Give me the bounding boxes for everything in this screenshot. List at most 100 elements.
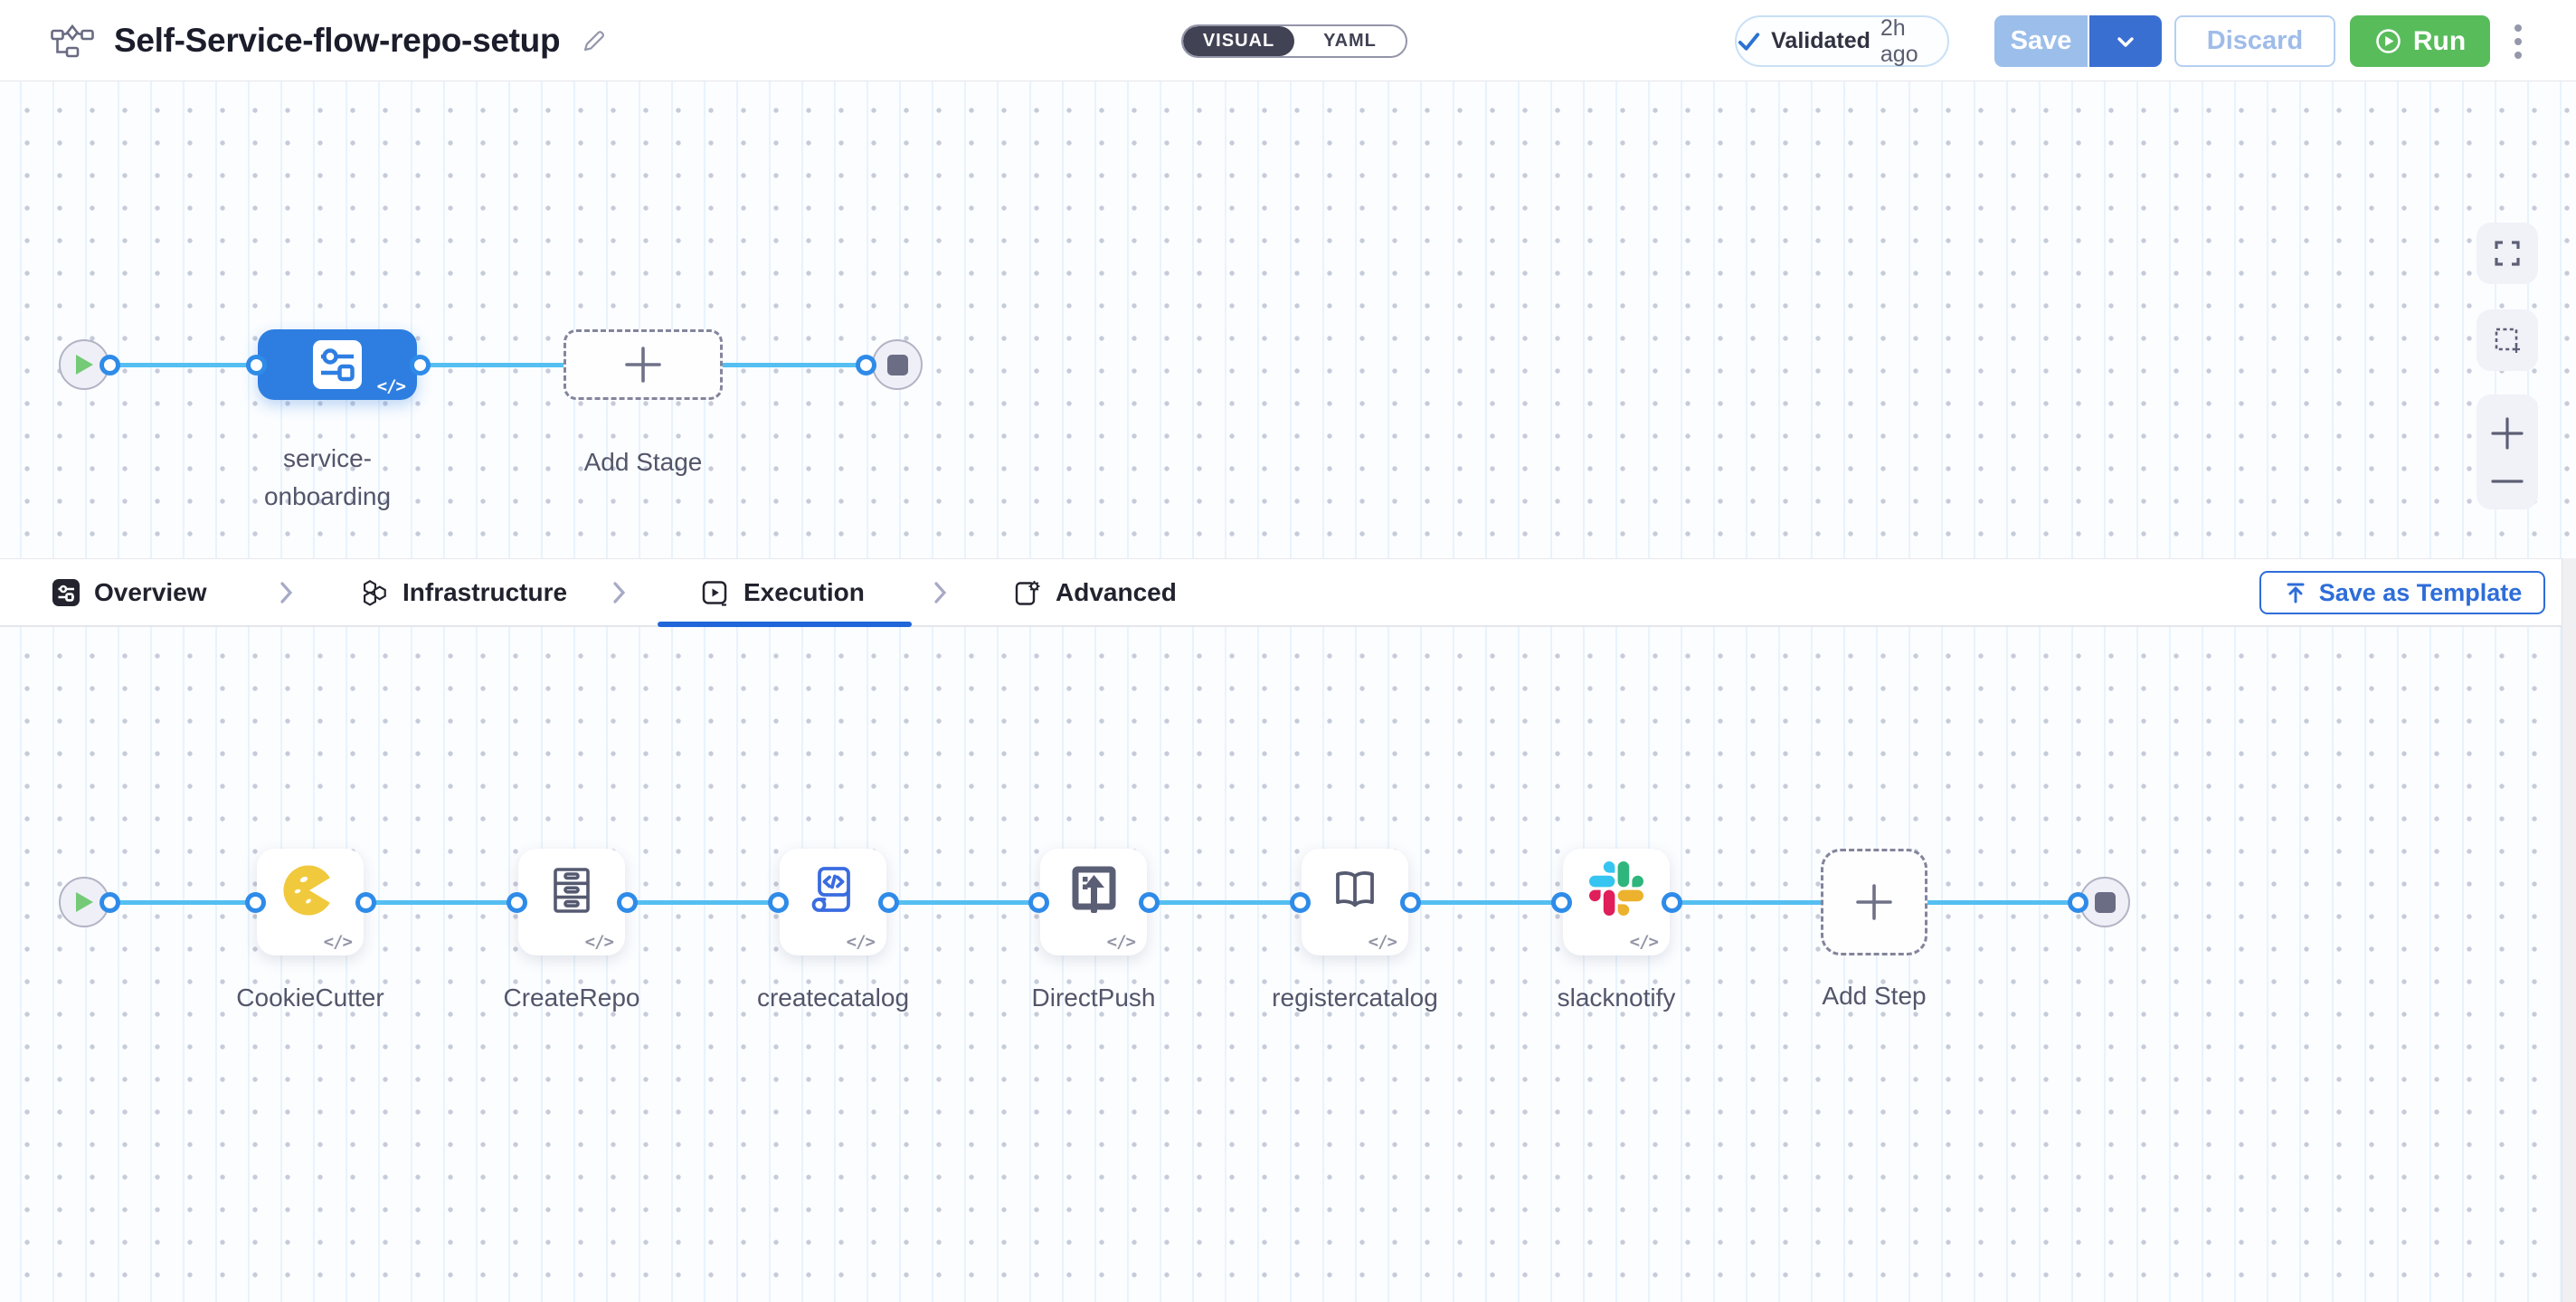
push-up-icon (1072, 866, 1116, 913)
stop-icon (886, 354, 908, 375)
step-node-directpush[interactable]: </> (1040, 849, 1147, 955)
code-badge: </> (1368, 932, 1397, 952)
step-label: DirectPush (1031, 984, 1156, 1012)
toggle-visual[interactable]: VISUAL (1183, 26, 1294, 56)
tab-overview[interactable]: Overview (52, 559, 207, 626)
run-label: Run (2412, 25, 2467, 56)
zoom-in-icon[interactable] (2490, 416, 2524, 451)
run-button[interactable]: Run (2350, 15, 2490, 67)
fullscreen-icon (2495, 241, 2520, 266)
add-step-label: Add Step (1822, 982, 1927, 1010)
connector-port[interactable] (409, 354, 431, 375)
step-node-createcatalog[interactable]: </> (780, 849, 886, 955)
step-node-cookiecutter[interactable]: </> (257, 849, 364, 955)
end-node (872, 339, 923, 390)
check-icon (1738, 32, 1760, 51)
add-step-button[interactable] (1821, 849, 1927, 955)
code-badge: </> (584, 932, 614, 952)
connector-port[interactable] (855, 354, 876, 375)
connector-port[interactable] (355, 891, 376, 913)
save-options-button[interactable] (2088, 15, 2162, 67)
chevron-right-icon (934, 559, 947, 626)
step-label: slacknotify (1557, 984, 1676, 1012)
add-stage-button[interactable] (564, 329, 723, 400)
visual-yaml-toggle: VISUAL YAML (1181, 24, 1407, 58)
connector-port[interactable] (244, 891, 266, 913)
end-node (2079, 877, 2130, 927)
save-button[interactable]: Save (1994, 15, 2088, 67)
connector-port[interactable] (877, 891, 899, 913)
header-title-group: Self-Service-flow-repo-setup (51, 0, 609, 81)
select-area-button[interactable] (2477, 309, 2538, 371)
flow-line (109, 363, 866, 367)
code-badge: </> (1106, 932, 1136, 952)
connector-port[interactable] (1028, 891, 1049, 913)
connector-port[interactable] (245, 354, 267, 375)
page-title: Self-Service-flow-repo-setup (114, 22, 561, 59)
chevron-down-icon (2117, 36, 2134, 47)
connector-port[interactable] (1289, 891, 1311, 913)
drawers-icon (554, 868, 590, 913)
hexagons-icon (364, 579, 386, 606)
plus-icon (625, 347, 661, 383)
step-node-createrepo[interactable]: </> (518, 849, 625, 955)
stage-label: service- onboarding (263, 444, 392, 510)
connector-port[interactable] (2067, 891, 2088, 913)
fullscreen-button[interactable] (2477, 223, 2538, 284)
connector-port[interactable] (506, 891, 527, 913)
connector-port[interactable] (99, 354, 120, 375)
code-badge: </> (1629, 932, 1659, 952)
edit-pencil-icon[interactable] (580, 26, 609, 55)
tab-infrastructure[interactable]: Infrastructure (360, 559, 567, 626)
stage-canvas[interactable]: </> service- onboarding Add Stage (0, 81, 2576, 558)
stop-icon (2094, 891, 2116, 913)
zoom-controls (2477, 394, 2538, 509)
validation-time: 2h ago (1880, 14, 1918, 67)
discard-button[interactable]: Discard (2174, 15, 2335, 67)
more-options-icon[interactable] (2507, 20, 2529, 63)
zoom-out-icon[interactable] (2490, 475, 2524, 488)
cookie-icon (283, 865, 330, 916)
run-play-icon (2376, 29, 2401, 53)
upload-icon (2287, 583, 2305, 603)
tab-advanced[interactable]: Advanced (1013, 559, 1177, 626)
overview-stage-icon (52, 579, 80, 606)
stage-node-service-onboarding[interactable]: </> (258, 329, 417, 400)
connector-port[interactable] (616, 891, 638, 913)
chevron-right-icon (613, 559, 626, 626)
execution-canvas[interactable]: </> </> </> (0, 627, 2576, 1302)
plus-icon (1856, 884, 1892, 920)
active-tab-underline (658, 622, 912, 627)
connector-port[interactable] (1399, 891, 1421, 913)
validation-status: Validated (1771, 28, 1870, 53)
stage-tabbar: Overview Infrastructure Execution (0, 558, 2576, 627)
step-label: CookieCutter (236, 984, 384, 1012)
tab-execution[interactable]: Execution (701, 559, 865, 626)
code-catalog-icon (811, 867, 850, 912)
toggle-yaml[interactable]: YAML (1323, 31, 1377, 51)
validation-status-badge[interactable]: Validated 2h ago (1735, 15, 1949, 67)
code-badge: </> (323, 932, 353, 952)
step-node-registercatalog[interactable]: </> (1302, 849, 1408, 955)
code-badge: </> (376, 376, 406, 396)
connector-port[interactable] (1661, 891, 1682, 913)
connector-port[interactable] (1550, 891, 1572, 913)
open-book-icon (1336, 871, 1374, 908)
save-as-template-button[interactable]: Save as Template (2259, 571, 2545, 614)
chevron-right-icon (280, 559, 293, 626)
step-node-slacknotify[interactable]: </> (1563, 849, 1670, 955)
code-badge: </> (846, 932, 876, 952)
step-label: registercatalog (1272, 984, 1438, 1012)
connector-port[interactable] (1138, 891, 1160, 913)
connector-port[interactable] (767, 891, 789, 913)
marquee-selection-icon (2495, 328, 2520, 353)
connector-port[interactable] (99, 891, 120, 913)
play-square-icon (702, 580, 727, 606)
scrollbar-track[interactable] (2562, 558, 2576, 1302)
start-node (59, 877, 109, 927)
slack-icon (1589, 861, 1643, 916)
header: Self-Service-flow-repo-setup VISUAL YAML… (0, 0, 2576, 81)
start-play-icon (76, 355, 93, 375)
custom-stage-icon (313, 340, 362, 389)
